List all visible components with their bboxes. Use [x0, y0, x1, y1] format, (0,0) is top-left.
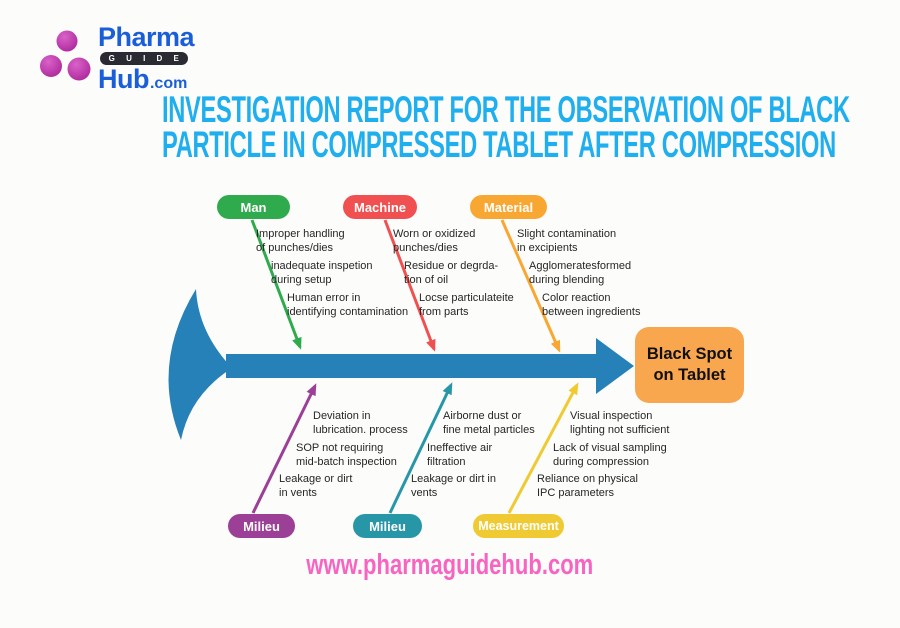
- cause-text: Leakage or dirt in vents: [411, 473, 496, 499]
- footer: www.pharmaguidehub.com: [0, 549, 900, 581]
- logo-hub: Hub: [98, 64, 149, 94]
- logo-text: Pharma G U I D E Hub .com: [98, 22, 195, 94]
- cause-text: Slight contamination in excipients: [517, 228, 617, 254]
- category-pill-man: Man: [217, 195, 290, 219]
- cause-text: Worn or oxidized punches/dies: [393, 228, 476, 254]
- cause-text: Visual inspection lighting not sufficien…: [570, 410, 670, 436]
- cause-text: Agglomeratesformed during blending: [529, 260, 632, 286]
- effect-label: Black Spot on Tablet: [646, 345, 733, 384]
- cause-text: SOP not requiring mid-batch inspection: [296, 442, 397, 468]
- cause-text: Color reaction between ingredients: [542, 292, 641, 318]
- cause-text: Lack of visual sampling during compressi…: [553, 442, 667, 468]
- page-title-line2: PARTICLE IN COMPRESSED TABLET AFTER COMP…: [162, 124, 836, 165]
- page-title-line1: INVESTIGATION REPORT FOR THE OBSERVATION…: [162, 89, 850, 130]
- branch-line-machine: [383, 219, 436, 352]
- cause-text: Residue or degrda- tion of oil: [404, 260, 499, 286]
- cause-text: inadequate inspetion during setup: [271, 260, 373, 286]
- cause-text: Locse particulateite from parts: [419, 292, 514, 318]
- category-pill-milieu-1: Milieu: [228, 514, 295, 538]
- category-pill-material: Material: [470, 195, 547, 219]
- category-pill-milieu-2: Milieu: [353, 514, 422, 538]
- cause-text: Reliance on physical IPC parameters: [537, 473, 638, 499]
- cause-text: Airborne dust or fine metal particles: [443, 410, 535, 436]
- page-title: INVESTIGATION REPORT FOR THE OBSERVATION…: [0, 89, 900, 165]
- cause-text: Leakage or dirt in vents: [279, 473, 353, 499]
- cause-text: Deviation in lubrication. process: [313, 410, 408, 436]
- branch-line-measurement: [507, 382, 579, 514]
- category-pill-measurement: Measurement: [473, 514, 564, 538]
- cause-text: Ineffective air filtration: [427, 442, 493, 468]
- effect-box: Black Spot on Tablet: [635, 327, 744, 403]
- logo-pharma: Pharma: [98, 22, 195, 52]
- branch-line-milieu-1: [251, 383, 317, 514]
- fish-tail: [168, 289, 232, 440]
- logo-dotcom: .com: [149, 75, 188, 92]
- logo: Pharma G U I D E Hub .com: [38, 16, 268, 96]
- cause-text: Improper handling of punches/dies: [256, 228, 345, 254]
- footer-url: www.pharmaguidehub.com: [306, 549, 594, 581]
- logo-circles-icon: [40, 30, 91, 81]
- branch-line-milieu-2: [388, 382, 453, 514]
- branch-line-man: [250, 219, 302, 350]
- category-pill-machine: Machine: [343, 195, 417, 219]
- cause-text: Human error in identifying contamination: [287, 292, 409, 318]
- branch-line-material: [500, 219, 561, 353]
- fish-spine-arrowhead: [596, 338, 634, 394]
- fish-spine: [226, 354, 600, 378]
- logo-guide-badge: G U I D E: [100, 52, 188, 65]
